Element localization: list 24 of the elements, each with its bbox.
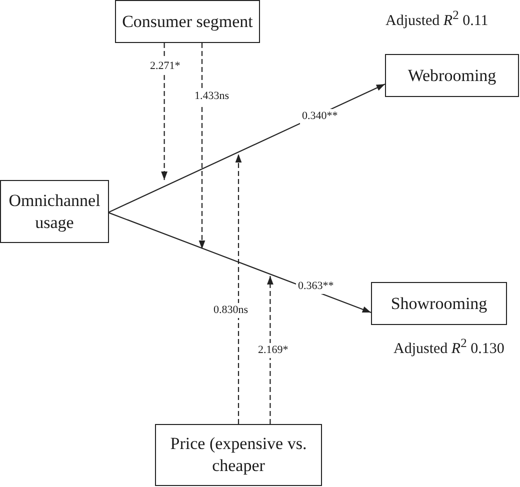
coefficient-label: 2.271* xyxy=(148,58,182,74)
coefficient-label: 1.433ns xyxy=(192,88,232,104)
r-squared-note: Adjusted R$^{2}$ 0.130 xyxy=(394,335,504,358)
dashed-arrow xyxy=(235,154,242,424)
dashed-arrow xyxy=(267,276,274,424)
variable-box xyxy=(371,282,507,325)
coefficient-label: 0.340** xyxy=(300,108,340,124)
variable-name: Webrooming xyxy=(408,64,496,86)
variable-name: Price (expensive vs. cheaper xyxy=(169,433,308,477)
coefficient-label: 2.169* xyxy=(256,342,290,358)
coefficient-label: 0.830ns xyxy=(212,302,250,318)
dashed-arrow xyxy=(161,43,168,180)
dashed-arrow xyxy=(198,43,206,249)
variable-box xyxy=(115,0,260,43)
variable-box xyxy=(385,54,519,97)
r-squared-note: Adjusted R$^{2}$ 0.11 xyxy=(386,7,488,30)
variable-box xyxy=(0,180,109,243)
coefficient-label: 0.363** xyxy=(296,278,336,294)
variable-name: Showrooming xyxy=(390,292,488,314)
variable-name: Omnichannel usage xyxy=(8,190,102,234)
arrow xyxy=(108,212,372,314)
variable-name: Consumer segment xyxy=(122,10,253,32)
variable-box xyxy=(155,424,322,486)
arrow xyxy=(108,84,386,213)
